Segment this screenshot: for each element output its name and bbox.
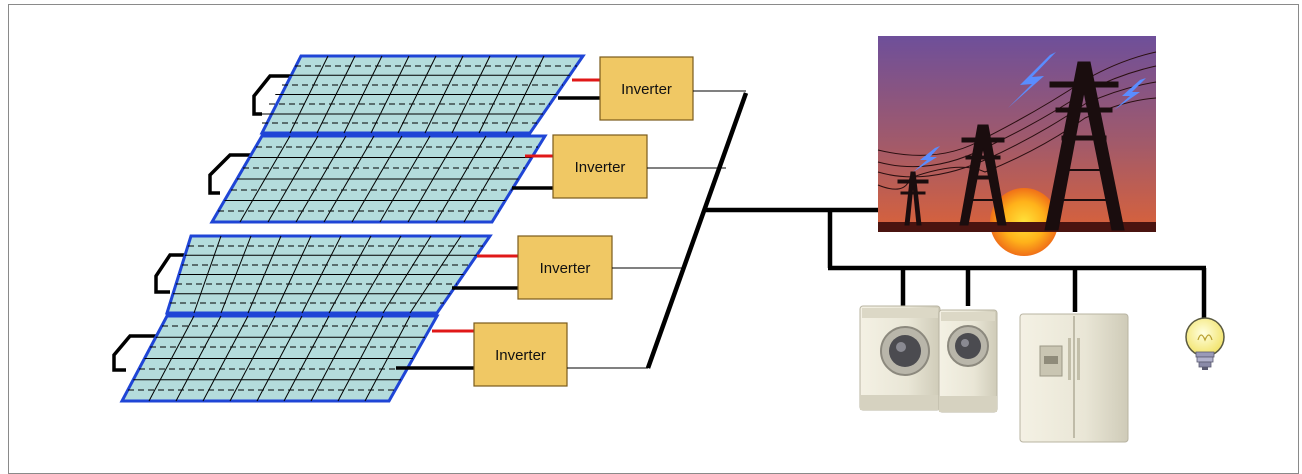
inverter-label: Inverter bbox=[540, 260, 591, 277]
solar-panel-3 bbox=[154, 234, 493, 315]
inverter-label: Inverter bbox=[621, 81, 672, 98]
inverter-4: Inverter bbox=[473, 322, 568, 387]
inverter-box bbox=[552, 134, 648, 199]
inverter-box bbox=[517, 235, 613, 300]
inverter-label: Inverter bbox=[495, 347, 546, 364]
inverter-1: Inverter bbox=[599, 56, 694, 121]
ac-bus-wiring bbox=[567, 90, 1207, 369]
solar-panel-1 bbox=[252, 54, 586, 135]
dc-wiring bbox=[396, 78, 600, 370]
inverter-box bbox=[473, 322, 568, 387]
light-bulb-icon bbox=[1185, 317, 1225, 370]
solar-panel-4 bbox=[112, 314, 440, 403]
inverter-box bbox=[599, 56, 694, 121]
inverter-2: Inverter bbox=[552, 134, 648, 199]
solar-panel-2 bbox=[208, 134, 548, 224]
inverter-3: Inverter bbox=[517, 235, 613, 300]
inverter-label: Inverter bbox=[575, 159, 626, 176]
refrigerator-icon bbox=[1019, 313, 1129, 443]
solar-system-diagram: Inverter Inverter Inverter Inverter bbox=[112, 36, 1225, 443]
washer-dryer-icon bbox=[859, 305, 998, 413]
power-grid-transmission-icon bbox=[877, 36, 1157, 256]
